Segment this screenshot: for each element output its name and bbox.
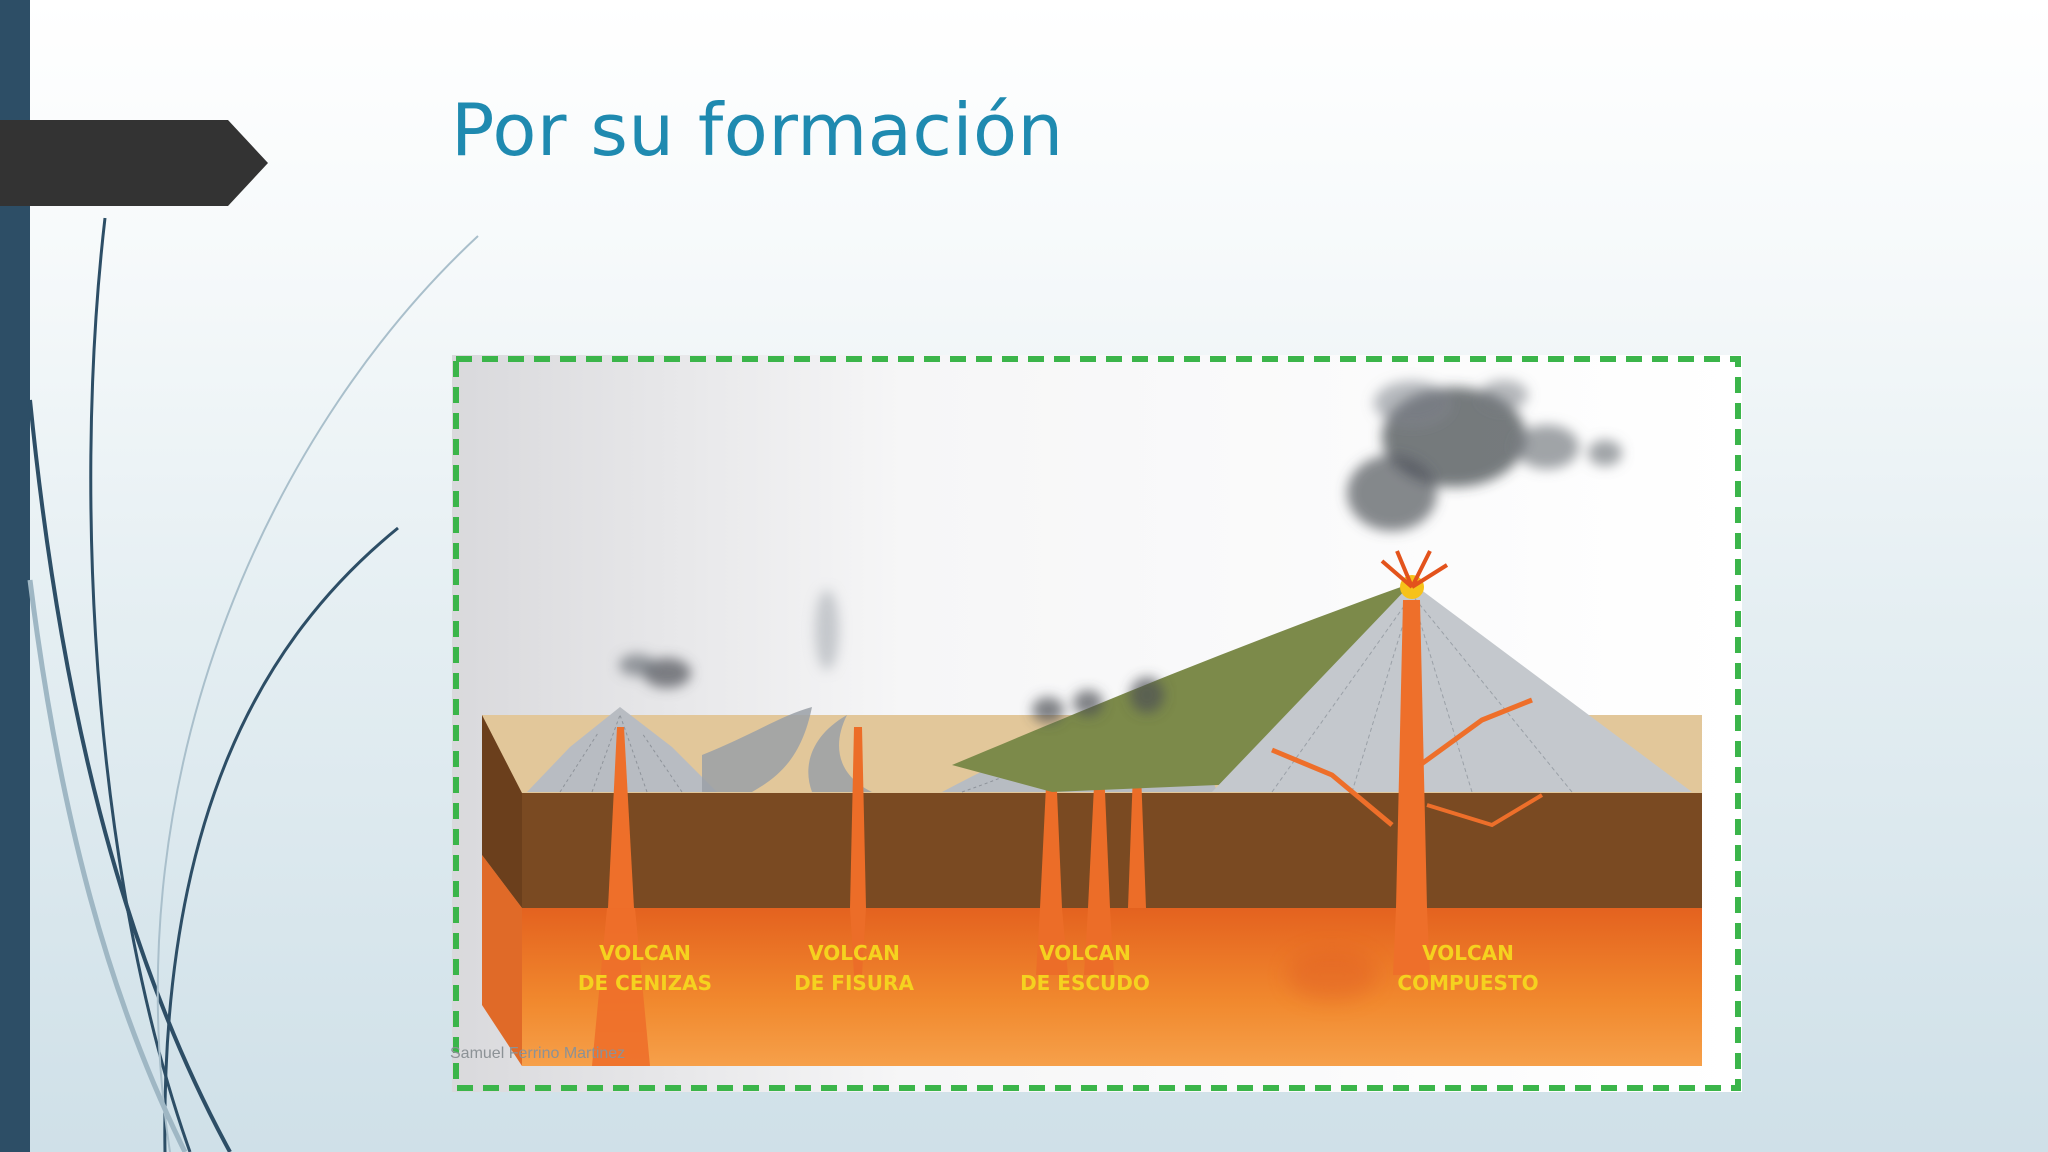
cinder-cone	[527, 707, 717, 1066]
label-shield-line1: VOLCAN	[1039, 941, 1131, 965]
swoosh-line-4	[156, 235, 479, 1152]
slide-footer: Samuel Ferrino Martinez	[450, 1045, 626, 1062]
crust-layer	[482, 715, 1702, 908]
label-composite-line1: VOLCAN	[1422, 941, 1514, 965]
slide-title: Por su formación	[451, 88, 1064, 172]
title-arrow-shape	[0, 120, 268, 206]
label-shield-line2: DE ESCUDO	[1020, 971, 1150, 995]
decorative-swooshes	[27, 217, 479, 1152]
volcano-diagram: VOLCAN DE CENIZAS VOLCAN DE FISURA VOLCA…	[452, 355, 1742, 1092]
label-composite-line2: COMPUESTO	[1397, 971, 1538, 995]
fissure-volcano	[702, 707, 872, 975]
composite-volcano	[952, 550, 1692, 975]
label-fissure-line2: DE FISURA	[794, 971, 914, 995]
swoosh-line-5	[27, 579, 188, 1152]
dashed-frame	[453, 356, 1741, 1091]
label-cinder-line2: DE CENIZAS	[578, 971, 712, 995]
label-cinder-line1: VOLCAN	[599, 941, 691, 965]
volcano-labels: VOLCAN DE CENIZAS VOLCAN DE FISURA VOLCA…	[578, 941, 1539, 995]
swoosh-line-2	[28, 399, 232, 1152]
label-fissure-line1: VOLCAN	[808, 941, 900, 965]
smoke-plumes	[619, 380, 1622, 723]
magma-layer	[482, 855, 1702, 1066]
swoosh-line-1	[89, 217, 192, 1152]
swoosh-line-3	[163, 526, 399, 1152]
